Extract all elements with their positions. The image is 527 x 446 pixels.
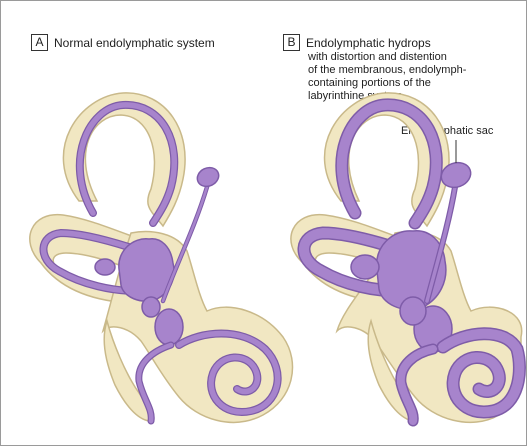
panel-a-saccule [155, 309, 183, 345]
panel-a-ampulla [95, 259, 115, 275]
panel-a-inner-ear [30, 93, 293, 422]
panel-a-vestibule-connector [142, 297, 160, 317]
panel-a-endolymphatic-sac [194, 164, 222, 190]
panel-b-inner-ear [291, 93, 522, 422]
panel-b-ampulla [351, 255, 379, 279]
panel-b-vestibule-connector [400, 297, 426, 325]
